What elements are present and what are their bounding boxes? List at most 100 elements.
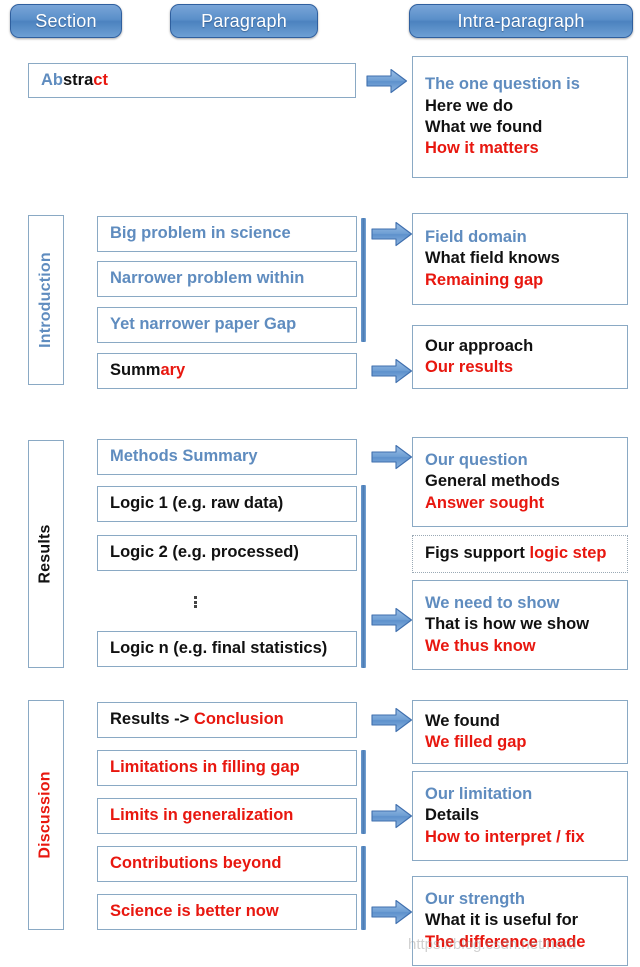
paragraph-box-discussion-4[interactable]: Contributions beyond <box>97 846 357 882</box>
run-text: Narrower problem within <box>110 269 305 288</box>
intra-box-intro-1[interactable]: Field domain What field knows Remaining … <box>412 213 628 305</box>
run-text: ary <box>160 361 186 380</box>
intra-box-intro-2-text: Our approach Our results <box>413 336 545 379</box>
intra-line: Our approach <box>425 336 534 355</box>
intra-box-results-1[interactable]: Our question General methods Answer soug… <box>412 437 628 527</box>
intra-box-discussion-2[interactable]: Our limitation Details How to interpret … <box>412 771 628 861</box>
intra-line: We filled gap <box>425 733 527 751</box>
paragraph-box-results-3[interactable]: Logic 2 (e.g. processed) <box>97 535 357 571</box>
flow-arrow-results-1 <box>371 444 413 470</box>
paragraph-box-results-4-text: Logic n (e.g. final statistics) <box>98 638 339 659</box>
intra-line: What we found <box>425 118 543 136</box>
flow-arrow-abstract <box>366 68 408 94</box>
intra-line: Remaining gap <box>425 270 544 289</box>
run-text: Yet narrower paper Gap <box>110 315 297 334</box>
paragraph-box-discussion-1-text: Results -> Conclusion <box>98 709 296 730</box>
intra-line: Our question <box>425 450 528 469</box>
intra-box-abstract-text: The one question is Here we do What we f… <box>413 74 592 160</box>
intra-box-results-figs-text: Figs support logic step <box>413 543 619 564</box>
intra-line: What field knows <box>425 249 560 268</box>
section-label-text: Discussion <box>37 771 55 859</box>
intra-box-results-1-text: Our question General methods Answer soug… <box>413 450 572 514</box>
intra-box-abstract[interactable]: The one question is Here we do What we f… <box>412 56 628 178</box>
connector-bar-discussion-a <box>361 750 366 834</box>
paragraph-box-intro-4-text: Summary <box>98 360 197 381</box>
paragraph-box-intro-4[interactable]: Summary <box>97 353 357 389</box>
paragraph-box-discussion-4-text: Contributions beyond <box>98 853 293 874</box>
intra-line: Our strength <box>425 889 525 908</box>
run-text: Limits in generalization <box>110 806 294 825</box>
intra-line: How it matters <box>425 139 539 158</box>
paragraph-box-results-2[interactable]: Logic 1 (e.g. raw data) <box>97 486 357 522</box>
flow-arrow-results-2 <box>371 607 413 633</box>
section-label-results: Results <box>28 440 64 668</box>
intra-line: What it is useful for <box>425 911 579 930</box>
intra-box-discussion-3-text: Our strength What it is useful for The d… <box>413 889 597 953</box>
header-pill-paragraph-label: Paragraph <box>201 10 287 31</box>
intra-line: The difference made <box>425 932 586 951</box>
flow-arrow-intro-2 <box>371 358 413 384</box>
intra-line: Here we do <box>425 96 514 115</box>
header-pill-section-label: Section <box>35 10 97 31</box>
intra-line: We thus know <box>425 636 536 655</box>
run-text: Logic n (e.g. final statistics) <box>110 639 328 658</box>
paragraph-box-discussion-1[interactable]: Results -> Conclusion <box>97 702 357 738</box>
flow-arrow-intro-1 <box>371 221 413 247</box>
intra-box-results-figs[interactable]: Figs support logic step <box>412 535 628 573</box>
run-text: Methods Summary <box>110 447 258 466</box>
run-text: ct <box>93 70 108 89</box>
flow-arrow-discussion-1 <box>371 707 413 733</box>
paragraph-box-discussion-3-text: Limits in generalization <box>98 805 305 826</box>
section-label-text: Introduction <box>37 252 54 348</box>
intra-box-results-2-text: We need to show That is how we show We t… <box>413 593 601 657</box>
paragraph-box-intro-1[interactable]: Big problem in science <box>97 216 357 252</box>
paragraph-box-intro-3[interactable]: Yet narrower paper Gap <box>97 307 357 343</box>
intra-box-discussion-2-text: Our limitation Details How to interpret … <box>413 784 597 848</box>
intra-box-results-2[interactable]: We need to show That is how we show We t… <box>412 580 628 670</box>
intra-line: How to interpret / fix <box>425 827 585 846</box>
paragraph-box-discussion-2[interactable]: Limitations in filling gap <box>97 750 357 786</box>
paragraph-box-intro-2[interactable]: Narrower problem within <box>97 261 357 297</box>
paragraph-box-results-2-text: Logic 1 (e.g. raw data) <box>98 493 295 514</box>
paragraph-box-intro-2-text: Narrower problem within <box>98 268 316 289</box>
intra-box-discussion-1-text: We found We filled gap <box>413 711 538 754</box>
run-text: Conclusion <box>193 710 284 729</box>
header-pill-intra-paragraph[interactable]: Intra-paragraph <box>409 4 633 38</box>
paragraph-box-results-1[interactable]: Methods Summary <box>97 439 357 475</box>
intra-box-discussion-1[interactable]: We found We filled gap <box>412 700 628 764</box>
section-label-discussion: Discussion <box>28 700 64 930</box>
intra-line: Answer sought <box>425 493 545 512</box>
intra-line: We found <box>425 711 500 730</box>
paragraph-box-results-1-text: Methods Summary <box>98 446 270 467</box>
intra-line: The one question is <box>425 75 580 94</box>
connector-bar-results <box>361 485 366 668</box>
intra-box-intro-2[interactable]: Our approach Our results <box>412 325 628 389</box>
intra-line: Our limitation <box>425 784 533 803</box>
run-text: stra <box>63 70 94 89</box>
run-text: Limitations in filling gap <box>110 758 300 777</box>
intra-box-intro-1-text: Field domain What field knows Remaining … <box>413 227 572 291</box>
intra-line: Our results <box>425 358 514 376</box>
section-label-introduction: Introduction <box>28 215 64 385</box>
run-text: Science is better now <box>110 902 279 921</box>
run-text: Contributions beyond <box>110 854 282 873</box>
paragraph-box-results-3-text: Logic 2 (e.g. processed) <box>98 542 311 563</box>
connector-bar-discussion-b <box>361 846 366 930</box>
paragraph-box-discussion-5-text: Science is better now <box>98 901 291 922</box>
paragraph-box-abstract[interactable]: Abstract <box>28 63 356 98</box>
header-pill-section[interactable]: Section <box>10 4 122 38</box>
header-pill-paragraph[interactable]: Paragraph <box>170 4 318 38</box>
run-text: logic step <box>529 544 607 563</box>
paragraph-box-intro-1-text: Big problem in science <box>98 223 303 244</box>
intra-box-discussion-3[interactable]: Our strength What it is useful for The d… <box>412 876 628 966</box>
paragraph-box-discussion-3[interactable]: Limits in generalization <box>97 798 357 834</box>
flow-arrow-discussion-2 <box>371 803 413 829</box>
run-text: Big problem in science <box>110 224 291 243</box>
paragraph-box-discussion-5[interactable]: Science is better now <box>97 894 357 930</box>
paragraph-box-results-4[interactable]: Logic n (e.g. final statistics) <box>97 631 357 667</box>
header-pill-intra-label: Intra-paragraph <box>457 10 585 31</box>
paragraph-box-abstract-text: Abstract <box>29 70 120 91</box>
intra-line: General methods <box>425 472 560 491</box>
intra-line: We need to show <box>425 593 560 612</box>
run-text: Summ <box>110 361 161 380</box>
